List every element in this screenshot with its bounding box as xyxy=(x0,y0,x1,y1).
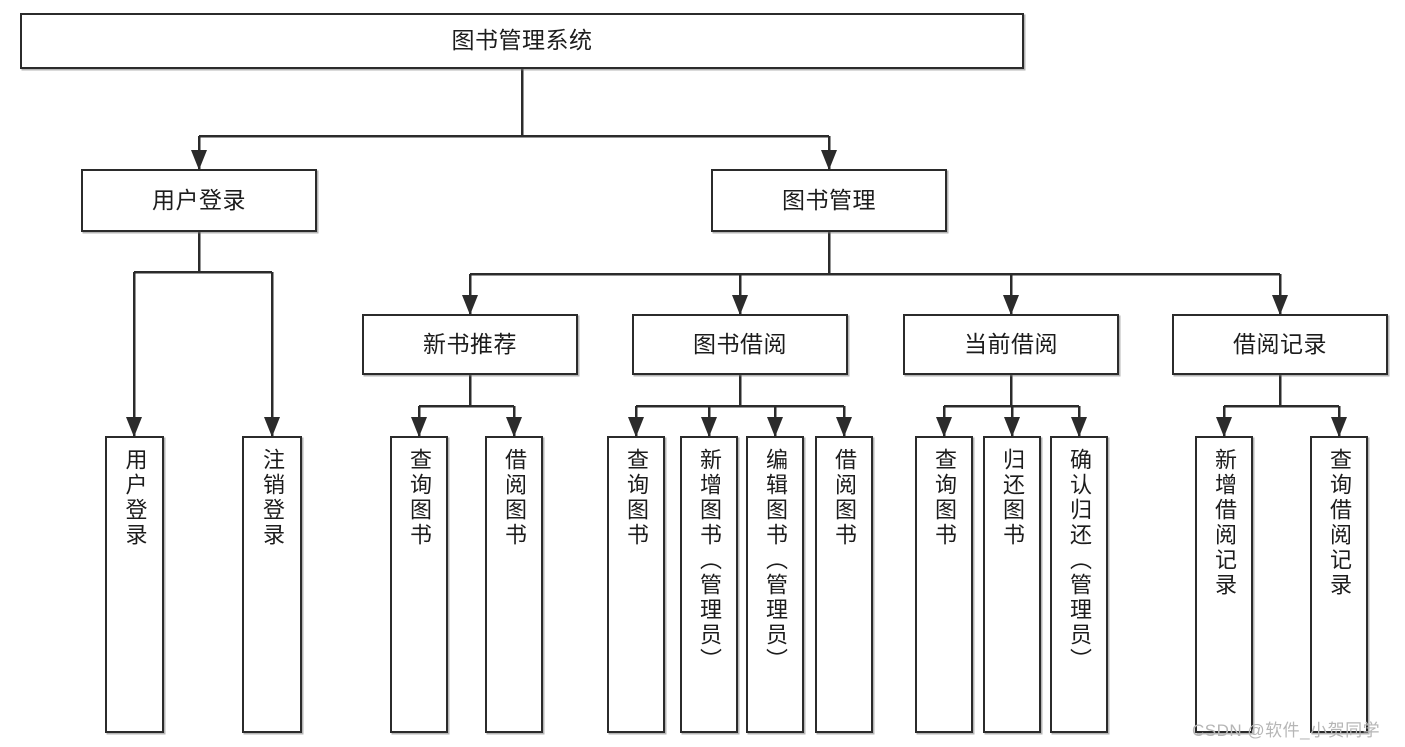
node-leaf-return-book[interactable]: 归还图书 xyxy=(983,436,1041,733)
arrowhead-icon xyxy=(821,150,837,170)
arrowhead-icon xyxy=(1272,295,1288,315)
node-current-borrow[interactable]: 当前借阅 xyxy=(903,314,1119,375)
arrowhead-icon xyxy=(1003,295,1019,315)
node-label: 查询图书 xyxy=(407,448,432,548)
arrowhead-icon xyxy=(701,417,717,437)
arrowhead-icon xyxy=(191,150,207,170)
node-leaf-add-record[interactable]: 新增借阅记录 xyxy=(1195,436,1253,733)
node-label: 编辑图书（管理员） xyxy=(763,448,788,673)
node-leaf-borrow-book-1[interactable]: 借阅图书 xyxy=(485,436,543,733)
node-borrow-record[interactable]: 借阅记录 xyxy=(1172,314,1388,375)
arrowhead-icon xyxy=(628,417,644,437)
node-label: 图书借阅 xyxy=(693,330,787,357)
arrowhead-icon xyxy=(506,417,522,437)
node-leaf-query-record[interactable]: 查询借阅记录 xyxy=(1310,436,1368,733)
node-label: 确认归还（管理员） xyxy=(1067,448,1092,673)
arrowhead-icon xyxy=(732,295,748,315)
node-user-login[interactable]: 用户登录 xyxy=(81,169,317,232)
arrowhead-icon xyxy=(1004,417,1020,437)
node-label: 查询借阅记录 xyxy=(1327,448,1352,598)
arrowhead-icon xyxy=(1216,417,1232,437)
node-label: 图书管理 xyxy=(782,186,876,213)
node-label: 用户登录 xyxy=(122,448,148,548)
node-new-book-rec[interactable]: 新书推荐 xyxy=(362,314,578,375)
node-label: 查询图书 xyxy=(624,448,649,548)
node-label: 归还图书 xyxy=(1000,448,1025,548)
node-label: 图书管理系统 xyxy=(451,27,593,54)
node-label: 借阅图书 xyxy=(502,448,527,548)
arrowhead-icon xyxy=(1331,417,1347,437)
arrowhead-icon xyxy=(264,417,280,437)
node-book-manage[interactable]: 图书管理 xyxy=(711,169,947,232)
node-leaf-query-book-2[interactable]: 查询图书 xyxy=(607,436,665,733)
node-leaf-query-book-3[interactable]: 查询图书 xyxy=(915,436,973,733)
node-label: 用户登录 xyxy=(152,186,246,213)
arrowhead-icon xyxy=(936,417,952,437)
node-leaf-add-book[interactable]: 新增图书（管理员） xyxy=(680,436,738,733)
node-label: 查询图书 xyxy=(932,448,957,548)
csdn-watermark: CSDN @软件_小贺同学 xyxy=(1192,721,1381,740)
node-label: 新增借阅记录 xyxy=(1212,448,1237,598)
node-leaf-confirm-return[interactable]: 确认归还（管理员） xyxy=(1050,436,1108,733)
node-leaf-logout[interactable]: 注销登录 xyxy=(242,436,302,733)
node-label: 新增图书（管理员） xyxy=(697,448,722,673)
arrowhead-icon xyxy=(126,417,142,437)
node-leaf-user-login[interactable]: 用户登录 xyxy=(105,436,164,733)
node-leaf-borrow-book-2[interactable]: 借阅图书 xyxy=(815,436,873,733)
arrowhead-icon xyxy=(767,417,783,437)
node-label: 借阅记录 xyxy=(1233,330,1327,357)
node-label: 注销登录 xyxy=(260,448,285,548)
arrowhead-icon xyxy=(411,417,427,437)
node-label: 新书推荐 xyxy=(423,330,517,357)
node-label: 当前借阅 xyxy=(964,330,1058,357)
node-label: 借阅图书 xyxy=(832,448,857,548)
arrowhead-icon xyxy=(1071,417,1087,437)
arrowhead-icon xyxy=(462,295,478,315)
arrowhead-icon xyxy=(836,417,852,437)
node-root[interactable]: 图书管理系统 xyxy=(20,13,1024,69)
node-leaf-query-book-1[interactable]: 查询图书 xyxy=(390,436,448,733)
node-book-borrow[interactable]: 图书借阅 xyxy=(632,314,848,375)
node-leaf-edit-book[interactable]: 编辑图书（管理员） xyxy=(746,436,804,733)
